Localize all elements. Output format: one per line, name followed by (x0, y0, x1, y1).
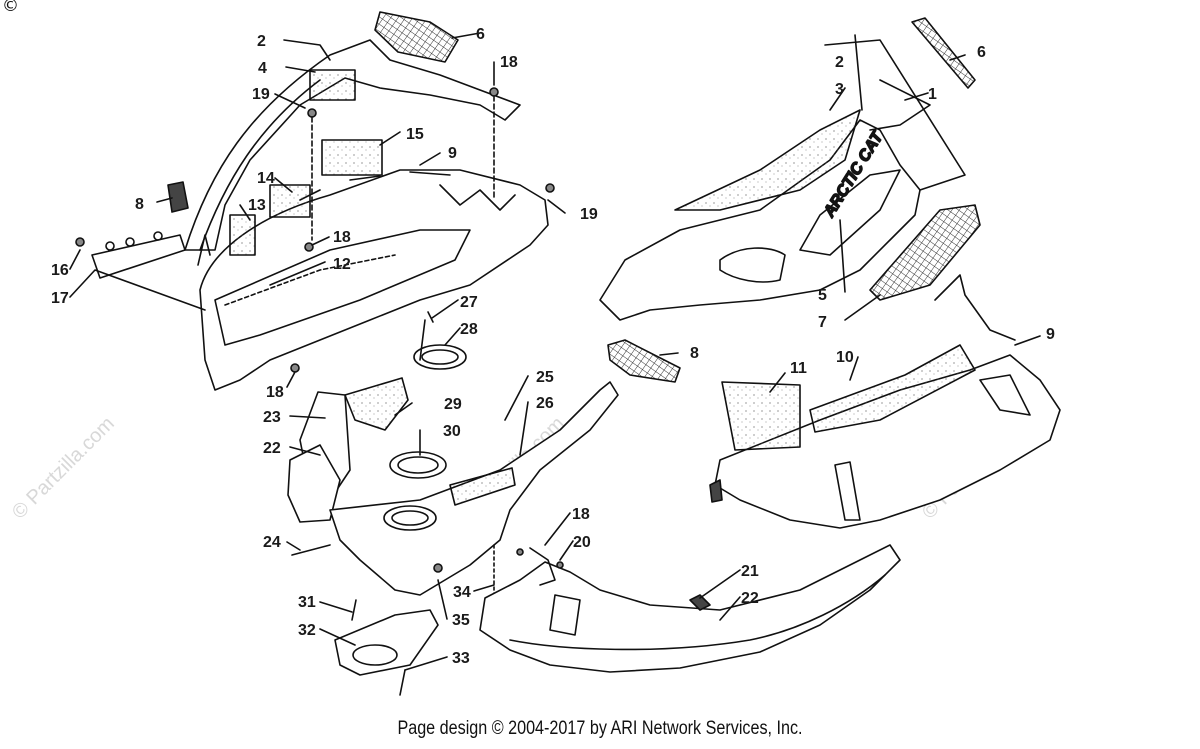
callout-label: 19 (252, 86, 270, 103)
front-skid-assembly (479, 544, 901, 673)
plate-27 (419, 311, 434, 361)
footer-copyright: Page design © 2004-2017 by ARI Network S… (397, 718, 803, 739)
dash-panel (184, 39, 521, 251)
callout-label: 31 (298, 594, 316, 611)
decal-panel (321, 139, 383, 176)
windshield-decal (674, 109, 861, 211)
callout-label: 17 (51, 290, 69, 307)
grille-6 (911, 17, 976, 89)
decal-panel (229, 214, 256, 256)
callout-label: 6 (977, 44, 986, 61)
callout-label: 8 (690, 345, 699, 362)
heat-shield (344, 377, 409, 431)
callout-label: 28 (460, 321, 478, 338)
callout-label: 26 (536, 395, 554, 412)
grille-7 (869, 204, 981, 301)
callout-label: 21 (741, 563, 759, 580)
decal-11 (721, 381, 801, 451)
callout-label: 9 (448, 145, 457, 162)
vent-opening (719, 247, 786, 283)
callout-label: 10 (836, 349, 854, 366)
callout-label: 13 (248, 197, 266, 214)
callout-label: 18 (500, 54, 518, 71)
callout-label: 22 (741, 590, 759, 607)
copyright-symbol: © (2, 0, 19, 16)
gasket-28 (413, 344, 467, 370)
callout-label: 6 (476, 26, 485, 43)
callout-label: 24 (263, 534, 281, 551)
front-skid (479, 544, 901, 673)
callout-label: 9 (1046, 326, 1055, 343)
lower-fairing-view (709, 274, 1061, 529)
callout-label: 29 (444, 396, 462, 413)
callout-label: 25 (536, 369, 554, 386)
callout-label: 3 (835, 81, 844, 98)
callout-label: 23 (263, 409, 281, 426)
watermark: © Partzilla.com (8, 413, 119, 524)
callout-label: 35 (452, 612, 470, 629)
callout-label: 30 (443, 423, 461, 440)
side-trim (91, 234, 186, 279)
callout-label: 2 (257, 33, 266, 50)
callout-label: 18 (333, 229, 351, 246)
callout-label: 15 (406, 126, 424, 143)
callout-label: 1 (928, 86, 937, 103)
nosepan (199, 169, 549, 391)
callout-label: 27 (460, 294, 478, 311)
decal-panel (309, 69, 356, 101)
callout-label: 32 (298, 622, 316, 639)
side-panel-left-inner (287, 444, 341, 523)
callout-label: 4 (258, 60, 267, 77)
callout-label: 12 (333, 256, 351, 273)
callout-label: 14 (257, 170, 275, 187)
belly-pan-assembly (286, 299, 619, 696)
skid-lower (334, 609, 439, 676)
callout-label: 5 (818, 287, 827, 304)
callout-label: 20 (573, 534, 591, 551)
callout-label: 33 (452, 650, 470, 667)
intake-vent (374, 11, 459, 63)
hood-body (599, 119, 921, 321)
callout-labels: 2 6 4 18 19 15 9 8 14 13 19 18 16 12 17 … (51, 26, 1055, 667)
callout-label: 2 (835, 54, 844, 71)
grille-8 (607, 339, 681, 383)
callout-label: 22 (263, 440, 281, 457)
decal-10 (809, 344, 976, 433)
callout-label: 19 (580, 206, 598, 223)
hood-assembled-view: ARCTIC CAT (599, 17, 981, 383)
callout-label: 34 (453, 584, 471, 601)
callout-label: 11 (790, 360, 807, 377)
callout-label: 8 (135, 196, 144, 213)
side-bracket (167, 181, 189, 213)
callout-label: 16 (51, 262, 69, 279)
callout-label: 7 (818, 314, 827, 331)
callout-label: 18 (266, 384, 284, 401)
nose-cone-left-view (69, 11, 566, 391)
callout-label: 18 (572, 506, 590, 523)
